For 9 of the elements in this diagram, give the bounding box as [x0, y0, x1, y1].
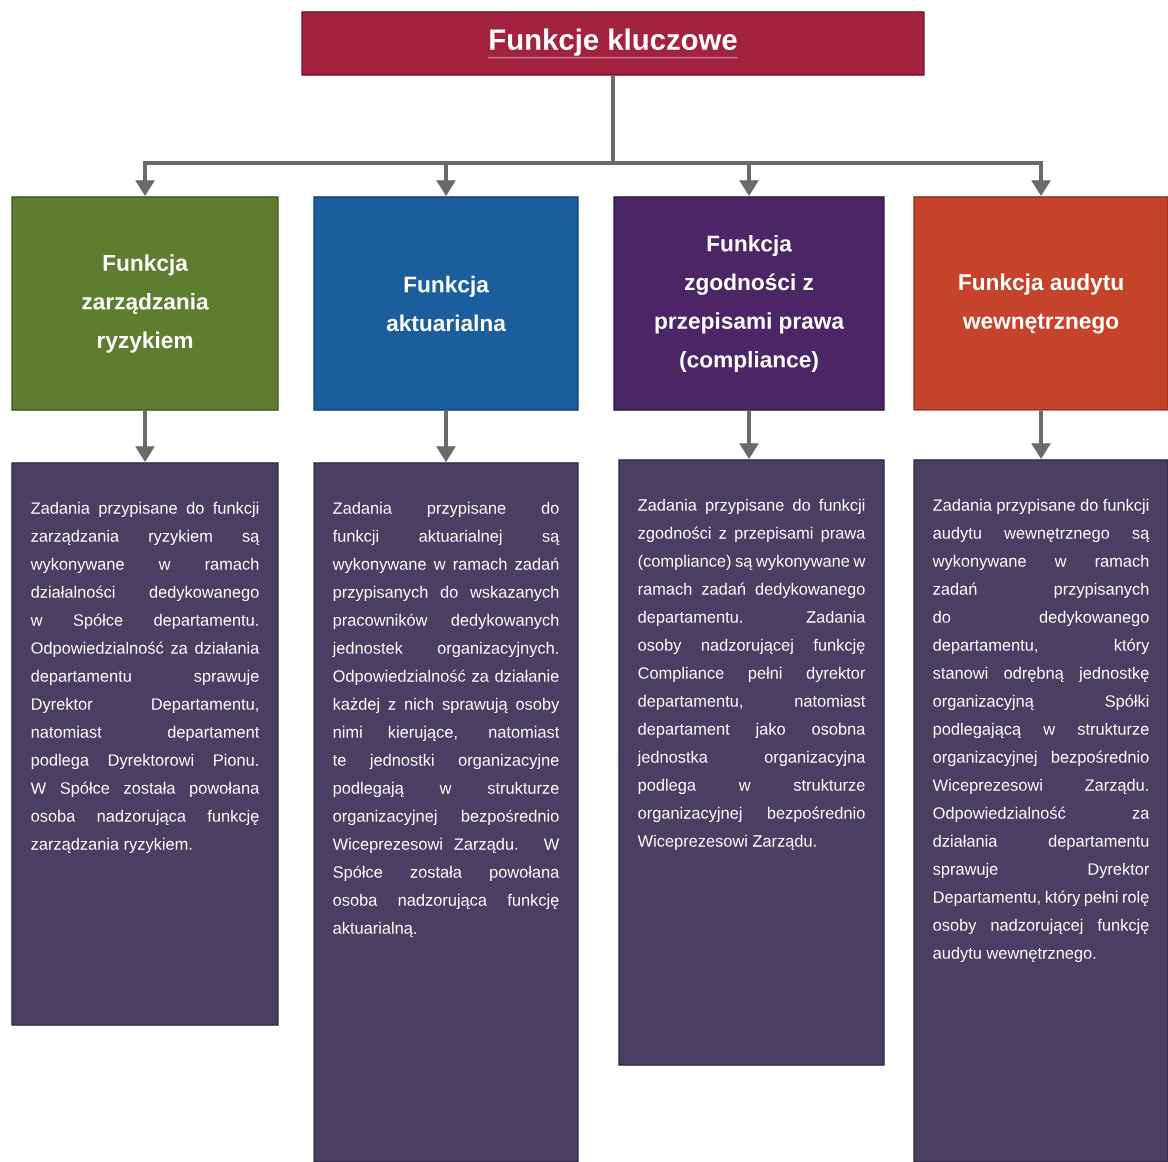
function-box: Funkcja zarządzania ryzykiem: [11, 196, 279, 411]
description-box: Zadania przypisane do funkcji zgodności z przepisami prawa (compliance) są wykonywane w ramach zadań dedykowanego departamentu. Zadania osoby nadzorującej funkcję Compliance pełni dyrektor departamentu, natomiast departament jako osobna jednostka organizacyjna podlega w strukturze organizacyjnej bezpośrednio Wiceprezesowi Zarządu.: [618, 459, 885, 1066]
description-box: Zadania przypisane do funkcji audytu wewnętrznego są wykonywane w ramach zadań przypisanych do dedykowanego departamentu, który stanowi odrębną jednostkę organizacyjną Spółki podlegającą w strukturze organizacyjnej bezpośrednio Wiceprezesowi Zarządu. Odpowiedzialność za działania departamentu sprawuje Dyrektor Departamentu, który pełni rolę osoby nadzorującej funkcję audytu wewnętrznego.: [913, 459, 1168, 1162]
function-box: Funkcja aktuarialna: [313, 196, 579, 411]
function-box: Funkcja zgodności z przepisami prawa (compliance): [613, 196, 885, 411]
description-box: Zadania przypisane do funkcji aktuarialnej są wykonywane w ramach zadań przypisanych do wskazanych pracowników dedykowanych jednostek organizacyjnych. Odpowiedzialność za działanie każdej z nich sprawują osoby nimi kierujące, natomiast te jednostki organizacyjne podlegają w strukturze organizacyjnej bezpośrednio Wiceprezesowi Zarządu. W Spółce została powołana osoba nadzorująca funkcję aktuarialną.: [313, 462, 579, 1162]
function-box: Funkcja audytu wewnętrznego: [913, 196, 1168, 411]
description-box: Zadania przypisane do funkcji zarządzania ryzykiem są wykonywane w ramach działalności dedykowanego w Spółce departamentu. Odpowiedzialność za działania departamentu sprawuje Dyrektor Departamentu, natomiast departament podlega Dyrektorowi Pionu. W Spółce została powołana osoba nadzorująca funkcję zarządzania ryzykiem.: [11, 462, 279, 1026]
title-box: Funkcje kluczowe: [301, 11, 925, 76]
